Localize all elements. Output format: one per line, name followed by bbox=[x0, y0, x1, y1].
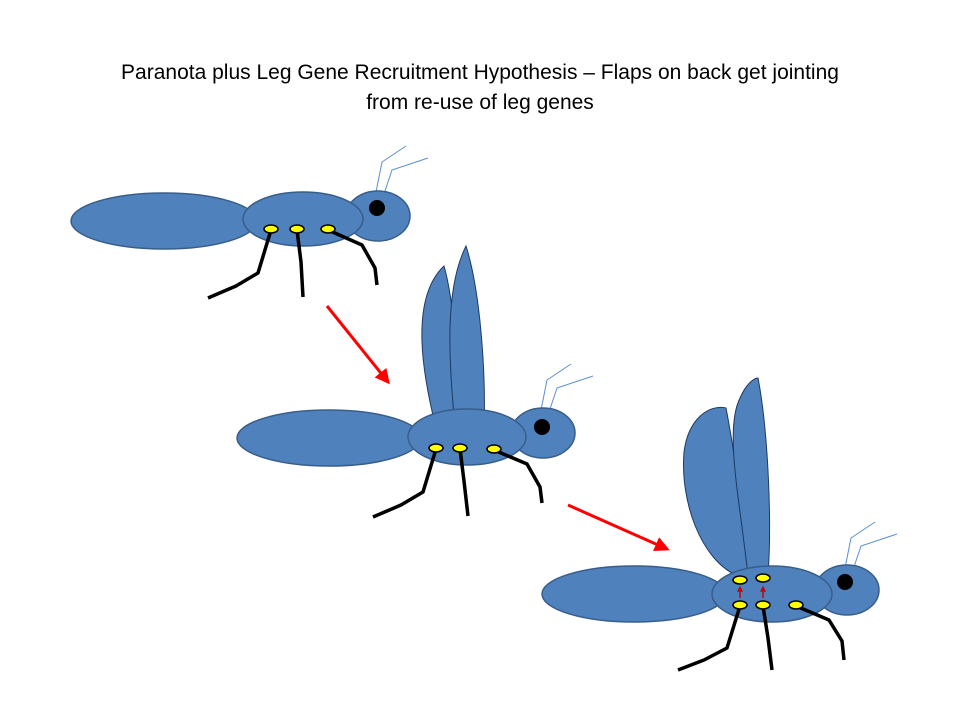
leg-hind bbox=[327, 228, 379, 286]
legs bbox=[372, 448, 544, 519]
leg-middle bbox=[458, 448, 470, 517]
leg-joint bbox=[755, 600, 771, 610]
progression-arrow-1 bbox=[325, 305, 390, 385]
leg-joints bbox=[428, 443, 502, 454]
leg-joint bbox=[263, 224, 279, 234]
leg-hind bbox=[795, 604, 846, 661]
stage-3-insect bbox=[541, 377, 898, 672]
leg-joint bbox=[320, 224, 336, 234]
wing-front bbox=[732, 377, 771, 577]
leg-front bbox=[677, 605, 742, 672]
eye bbox=[837, 574, 853, 590]
legs bbox=[677, 604, 846, 672]
leg-joints bbox=[732, 600, 804, 610]
abdomen bbox=[236, 409, 422, 467]
leg-joint bbox=[452, 443, 468, 453]
wing-joint bbox=[732, 575, 748, 585]
leg-joint bbox=[289, 224, 305, 234]
wing-front bbox=[449, 244, 485, 429]
wings bbox=[421, 244, 485, 429]
leg-hind bbox=[493, 448, 544, 504]
gene-recruitment-arrows bbox=[737, 585, 766, 598]
legs bbox=[207, 228, 379, 300]
abdomen bbox=[70, 192, 258, 250]
abdomen bbox=[541, 565, 727, 623]
leg-joint bbox=[732, 600, 748, 610]
antenna bbox=[540, 363, 594, 413]
progression-arrow-2 bbox=[567, 503, 670, 551]
leg-middle bbox=[295, 229, 305, 298]
leg-front bbox=[372, 448, 438, 519]
wing-joint bbox=[755, 573, 771, 583]
eye bbox=[369, 200, 385, 216]
stage-1-insect bbox=[70, 145, 429, 300]
title-line-2: from re-use of leg genes bbox=[366, 91, 594, 114]
leg-front bbox=[207, 229, 273, 300]
leg-joint bbox=[788, 600, 804, 610]
leg-joints bbox=[263, 224, 336, 234]
slide-title: Paranota plus Leg Gene Recruitment Hypot… bbox=[40, 58, 920, 118]
stage-2-insect bbox=[236, 244, 594, 519]
eye bbox=[534, 419, 550, 435]
antenna bbox=[844, 521, 898, 571]
wings bbox=[683, 377, 771, 577]
antenna bbox=[375, 145, 429, 195]
wing-joints bbox=[732, 573, 771, 585]
leg-joint bbox=[428, 443, 444, 453]
leg-joint bbox=[486, 444, 502, 454]
title-line-1: Paranota plus Leg Gene Recruitment Hypot… bbox=[121, 61, 839, 84]
leg-middle bbox=[761, 605, 774, 671]
